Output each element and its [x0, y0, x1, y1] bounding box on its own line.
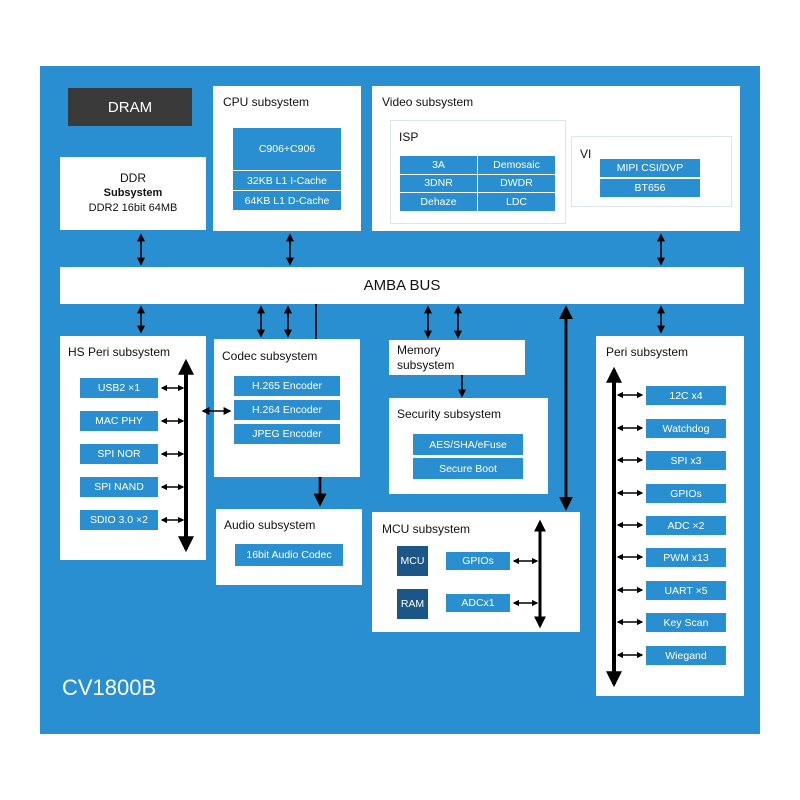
peri-watchdog: Watchdog — [646, 419, 726, 438]
vi-mipi: MIPI CSI/DVP — [600, 159, 700, 177]
isp-grid: 3A Demosaic 3DNR DWDR Dehaze LDC — [400, 156, 555, 211]
security-boot: Secure Boot — [413, 458, 523, 479]
peri-pwm: PWM x13 — [646, 548, 726, 567]
mcu-ram: RAM — [397, 589, 428, 619]
hs-spi-nand: SPI NAND — [80, 477, 158, 497]
vi-title: VI — [580, 147, 592, 161]
memory-title-line1: Memory — [397, 343, 441, 357]
audio-title: Audio subsystem — [224, 518, 316, 532]
hs-peri-title: HS Peri subsystem — [68, 345, 171, 359]
peri-uart: UART ×5 — [646, 581, 726, 600]
peri-adc: ADC ×2 — [646, 516, 726, 535]
cpu-icache: 32KB L1 I-Cache — [233, 171, 341, 190]
security-aes: AES/SHA/eFuse — [413, 434, 523, 455]
ddr-subtitle: Subsystem — [103, 187, 163, 199]
hs-spi-nor: SPI NOR — [80, 444, 158, 464]
hs-sdio: SDIO 3.0 ×2 — [80, 510, 158, 530]
cpu-dcache: 64KB L1 D-Cache — [233, 191, 341, 210]
codec-jpeg: JPEG Encoder — [234, 424, 340, 444]
vi-bt656: BT656 — [600, 179, 700, 197]
ddr-detail: DDR2 16bit 64MB — [88, 202, 178, 214]
peri-title: Peri subsystem — [606, 345, 689, 359]
peri-gpios: GPIOs — [646, 484, 726, 503]
ddr-subsystem: DDR Subsystem DDR2 16bit 64MB — [60, 157, 206, 230]
chip-label: CV1800B — [62, 675, 157, 700]
codec-h264: H.264 Encoder — [234, 400, 340, 420]
isp-cell-ldc: LDC — [478, 193, 555, 211]
hs-usb2: USB2 ×1 — [80, 378, 158, 398]
peri-i2c: 12C x4 — [646, 386, 726, 405]
isp-cell-3dnr: 3DNR — [400, 174, 477, 193]
peri-spi: SPI x3 — [646, 451, 726, 470]
memory-subsystem: Memory subsystem — [389, 340, 525, 375]
isp-cell-dwdr: DWDR — [478, 174, 555, 193]
dram-block: DRAM — [68, 88, 192, 126]
audio-codec: 16bit Audio Codec — [235, 544, 343, 566]
video-title: Video subsystem — [382, 95, 474, 109]
amba-bus: AMBA BUS — [60, 267, 744, 304]
cpu-title: CPU subsystem — [223, 95, 310, 109]
peri-wiegand: Wiegand — [646, 646, 726, 665]
hs-mac-phy: MAC PHY — [80, 411, 158, 431]
isp-title: ISP — [399, 130, 419, 144]
mcu-adc: ADCx1 — [446, 594, 510, 612]
mcu-title: MCU subsystem — [382, 522, 471, 536]
peri-keyscan: Key Scan — [646, 613, 726, 632]
cpu-core: C906+C906 — [233, 128, 341, 170]
codec-title: Codec subsystem — [222, 349, 318, 363]
mcu-gpios: GPIOs — [446, 552, 510, 570]
isp-cell-3a: 3A — [400, 156, 477, 174]
security-title: Security subsystem — [397, 407, 502, 421]
ddr-title: DDR — [120, 171, 146, 185]
mcu-core: MCU — [397, 546, 428, 576]
memory-title-line2: subsystem — [397, 358, 455, 372]
codec-h265: H.265 Encoder — [234, 376, 340, 396]
isp-cell-dehaze: Dehaze — [400, 193, 477, 211]
isp-cell-demosaic: Demosaic — [478, 156, 555, 174]
